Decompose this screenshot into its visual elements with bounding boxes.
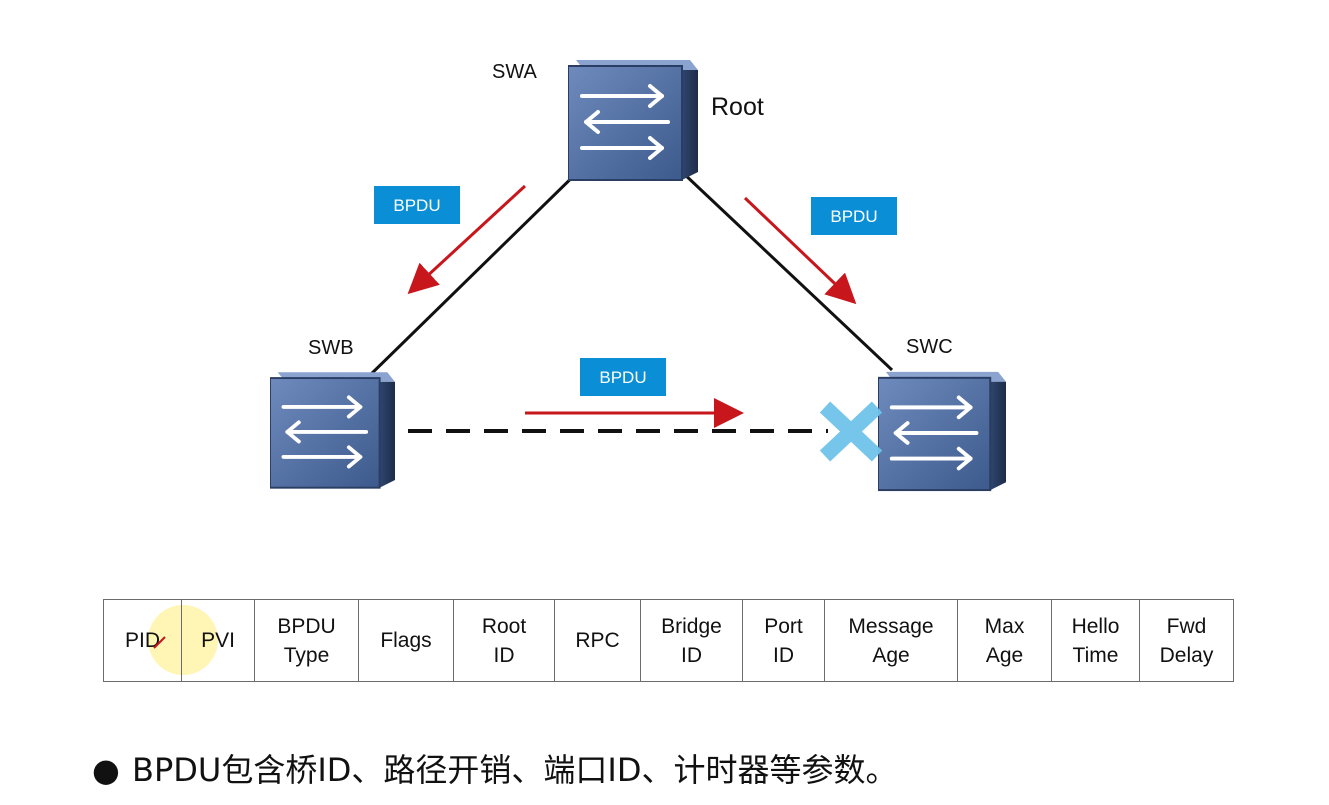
link-swa-swb: [363, 158, 592, 382]
blocked-port-x-icon: [819, 401, 883, 462]
field-root-id: Root ID: [453, 599, 555, 682]
field-message-age: Message Age: [824, 599, 958, 682]
bpdu-badge: BPDU: [374, 186, 460, 224]
field-flags: Flags: [358, 599, 454, 682]
bpdu-arrow-swa-to-swc: [743, 196, 857, 305]
link-swa-swc: [680, 170, 894, 372]
field-hello-time: Hello Time: [1051, 599, 1140, 682]
field-bpdu-type: BPDU Type: [254, 599, 359, 682]
bpdu-field-row: PID PVI BPDU Type Flags Root ID RPC Brid…: [103, 599, 1234, 682]
field-rpc: RPC: [554, 599, 641, 682]
switch-icon[interactable]: [270, 372, 395, 487]
switch-icon[interactable]: [568, 60, 698, 180]
svg-text:BPDU: BPDU: [393, 196, 440, 215]
switch-label-swa: SWA: [492, 61, 537, 83]
caption-text: BPDU包含桥ID、路径开销、端口ID、计时器等参数。: [132, 751, 898, 789]
svg-text:BPDU: BPDU: [599, 368, 646, 387]
bpdu-field-table: PID PVI BPDU Type Flags Root ID RPC Brid…: [103, 599, 1234, 682]
bpdu-arrow-swa-to-swb: [407, 184, 527, 295]
pencil-cursor-icon: [153, 636, 166, 649]
field-pvi: PVI: [181, 599, 255, 682]
bpdu-badge: BPDU: [811, 197, 897, 235]
field-fwd-delay: Fwd Delay: [1139, 599, 1234, 682]
bpdu-badge: BPDU: [580, 358, 666, 396]
field-bridge-id: Bridge ID: [640, 599, 743, 682]
field-port-id: Port ID: [742, 599, 825, 682]
switch-label-swc: SWC: [906, 336, 953, 358]
root-label: Root: [711, 93, 764, 121]
caption: ● BPDU包含桥ID、路径开销、端口ID、计时器等参数。: [92, 748, 897, 792]
field-max-age: Max Age: [957, 599, 1052, 682]
stp-topology-diagram: BPDU BPDU BPDU SWA Root SWB SWC: [0, 0, 1329, 600]
field-pid: PID: [103, 599, 182, 682]
svg-text:BPDU: BPDU: [830, 207, 877, 226]
bullet-icon: ●: [92, 751, 120, 789]
switch-icon[interactable]: [878, 372, 1006, 490]
switch-label-swb: SWB: [308, 337, 354, 359]
